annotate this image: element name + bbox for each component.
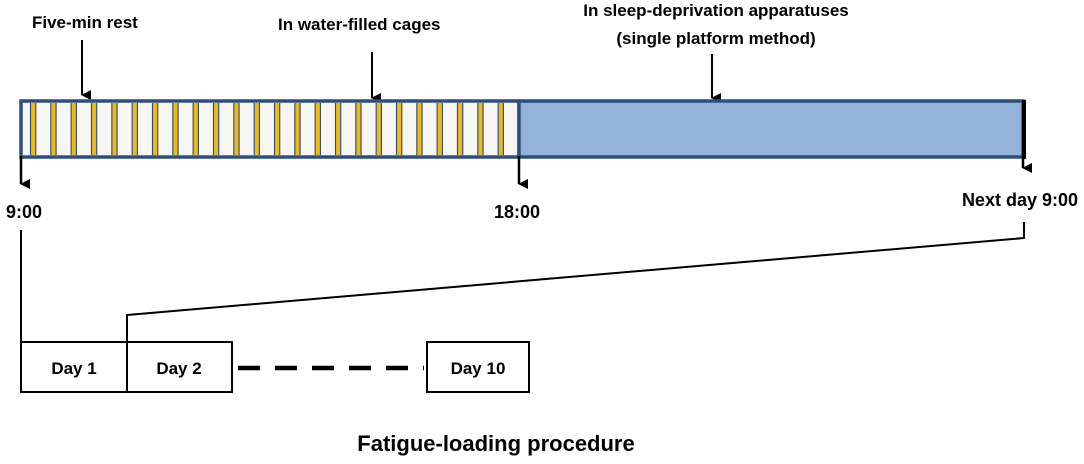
rest-stripe — [458, 103, 463, 155]
rest-stripe — [112, 103, 117, 155]
sleep-deprivation-segment — [517, 99, 1025, 159]
rest-stripe — [417, 103, 422, 155]
day-2-box: Day 2 — [126, 341, 233, 393]
rest-stripe — [478, 103, 483, 155]
rest-stripe — [153, 103, 158, 155]
day-10-box: Day 10 — [426, 341, 530, 393]
day-2-label: Day 2 — [156, 359, 201, 378]
end-time-label: Next day 9:00 — [962, 190, 1078, 210]
diagram-title: Fatigue-loading procedure — [357, 431, 634, 456]
rest-stripe — [71, 103, 76, 155]
rest-stripe — [214, 103, 219, 155]
sleep-method-label: (single platform method) — [616, 29, 815, 48]
five-min-rest-label: Five-min rest — [32, 13, 138, 32]
start-time-label: 9:00 — [6, 202, 42, 222]
timeline-bar — [19, 99, 1026, 159]
rest-stripe — [275, 103, 280, 155]
rest-stripe — [498, 103, 503, 155]
water-cages-label: In water-filled cages — [278, 15, 441, 34]
zoom-right-connector — [126, 222, 1025, 342]
rest-stripe — [397, 103, 402, 155]
rest-stripe — [132, 103, 137, 155]
rest-stripe — [92, 103, 97, 155]
rest-stripe — [356, 103, 361, 155]
rest-stripe — [376, 103, 381, 155]
rest-stripe — [437, 103, 442, 155]
mid-time-label: 18:00 — [494, 202, 540, 222]
day-10-label: Day 10 — [451, 359, 506, 378]
rest-stripe — [234, 103, 239, 155]
sleep-apparatus-label: In sleep-deprivation apparatuses — [583, 1, 848, 20]
water-cage-segment — [19, 99, 521, 159]
rest-stripe — [51, 103, 56, 155]
rest-stripe — [193, 103, 198, 155]
day-1-box: Day 1 — [20, 341, 128, 393]
rest-stripe — [31, 103, 36, 155]
day-1-label: Day 1 — [51, 359, 96, 378]
rest-stripe — [315, 103, 320, 155]
rest-stripe — [295, 103, 300, 155]
rest-stripe — [336, 103, 341, 155]
rest-stripe — [173, 103, 178, 155]
rest-stripes — [29, 103, 504, 155]
rest-stripe — [254, 103, 259, 155]
